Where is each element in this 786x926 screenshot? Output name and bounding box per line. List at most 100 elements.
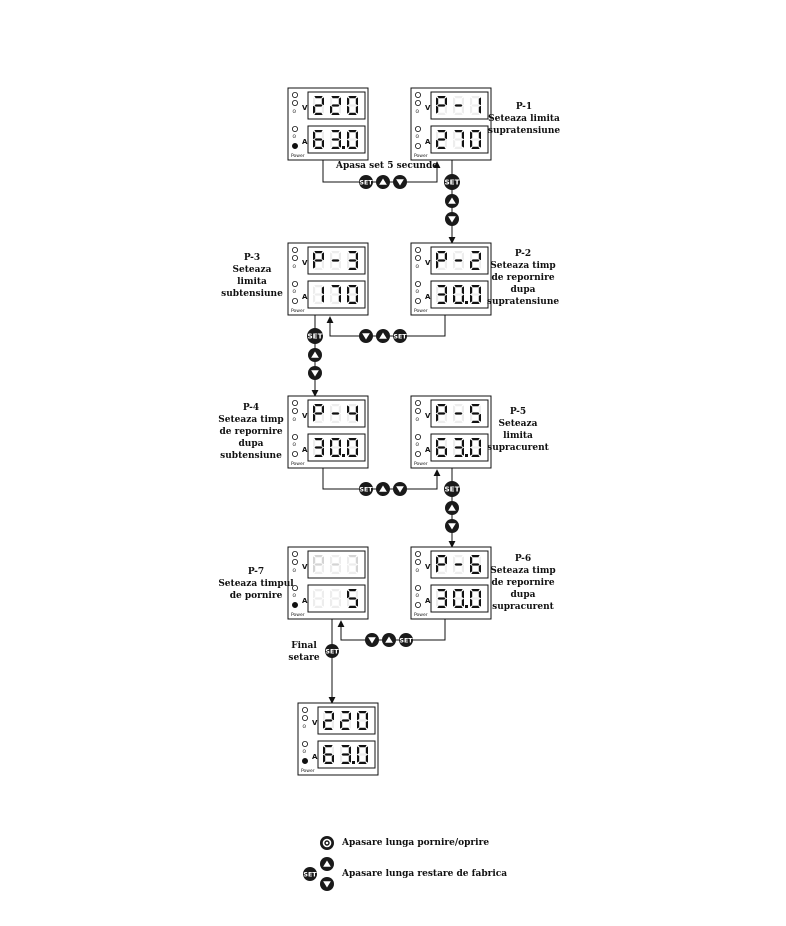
segment: [338, 286, 341, 295]
down-button: [365, 633, 379, 647]
label-p4: P-4 Seteaza timp de repornire dupa subte…: [218, 403, 284, 461]
segment: [347, 413, 350, 422]
segment: [453, 260, 456, 269]
segment: [313, 564, 316, 573]
segment: [323, 746, 326, 755]
segment: [348, 589, 357, 592]
segment: [470, 405, 473, 414]
digit: [347, 130, 358, 149]
power-label: Power: [291, 612, 305, 618]
segment: [355, 439, 358, 448]
segment: [348, 285, 357, 288]
digit: [313, 555, 324, 574]
top-readout: [313, 96, 358, 115]
segment: [436, 139, 439, 148]
up-arrow-icon: [311, 351, 319, 358]
digit: [436, 285, 447, 304]
segment: [330, 139, 333, 148]
power-led-icon: [414, 450, 421, 457]
segment: [338, 598, 341, 607]
mode-mark-icon: ʘ: [416, 289, 420, 295]
segment: [453, 598, 456, 607]
segment: [358, 745, 367, 748]
segment: [330, 97, 333, 106]
indicator-led-icon: [414, 254, 421, 261]
segment: [313, 439, 316, 448]
segment: [470, 447, 473, 456]
segment: [471, 597, 480, 600]
segment: [331, 589, 340, 592]
label-final: Final setare: [288, 641, 320, 663]
segment: [348, 104, 357, 107]
segment: [470, 105, 473, 114]
up-button: [445, 194, 459, 208]
segment: [355, 294, 358, 303]
set-button: SET: [393, 329, 407, 343]
button-disc: [359, 482, 373, 496]
segment: [314, 454, 323, 457]
segment: [444, 286, 447, 295]
segment: [436, 447, 439, 456]
segment: [348, 112, 357, 115]
segment: [323, 720, 326, 729]
digit: [436, 404, 447, 423]
segment: [470, 413, 473, 422]
segment: [453, 447, 456, 456]
segment: [321, 590, 324, 599]
bottom-readout: [313, 589, 358, 608]
segment: [437, 571, 446, 574]
segment: [478, 413, 481, 422]
segment: [454, 267, 463, 270]
segment: [324, 727, 333, 730]
segment: [330, 413, 333, 422]
indicator-led-icon: [291, 92, 298, 99]
segment: [348, 746, 351, 755]
segment: [347, 105, 350, 114]
segment: [454, 112, 463, 115]
up-button: [376, 482, 390, 496]
segment: [314, 597, 323, 600]
label-p2: P-2 Seteaza timp de repornire dupa supra…: [486, 249, 560, 307]
segment: [348, 404, 357, 407]
segment: [461, 413, 464, 422]
segment: [453, 590, 456, 599]
segment: [454, 130, 463, 133]
segment: [321, 139, 324, 148]
segment: [330, 590, 333, 599]
segment: [355, 447, 358, 456]
segment: [365, 746, 368, 755]
set-label: SET: [359, 486, 373, 493]
segment: [313, 598, 316, 607]
indicator-led-icon: [414, 585, 421, 592]
segment: [436, 564, 439, 573]
segment: [313, 286, 316, 295]
indicator-led-icon: [414, 280, 421, 287]
segment: [347, 447, 350, 456]
mode-mark-icon: ʘ: [293, 134, 297, 140]
segment: [314, 96, 323, 99]
segment: [444, 139, 447, 148]
segment: [347, 590, 350, 599]
segment: [470, 131, 473, 140]
segment: [331, 138, 340, 141]
segment: [348, 96, 357, 99]
decimal-point: [465, 454, 468, 457]
segment: [321, 405, 324, 414]
segment: [348, 138, 357, 141]
segment: [330, 556, 333, 565]
segment: [331, 605, 340, 608]
segment: [331, 454, 340, 457]
digit: [453, 251, 464, 270]
current-unit-label: A: [425, 597, 431, 605]
segment: [453, 139, 456, 148]
segment: [437, 285, 446, 288]
digit: [436, 96, 447, 115]
segment: [338, 405, 341, 414]
up-arrow-icon: [379, 332, 387, 339]
segment: [341, 745, 350, 748]
segment: [436, 97, 439, 106]
segment: [331, 555, 340, 558]
